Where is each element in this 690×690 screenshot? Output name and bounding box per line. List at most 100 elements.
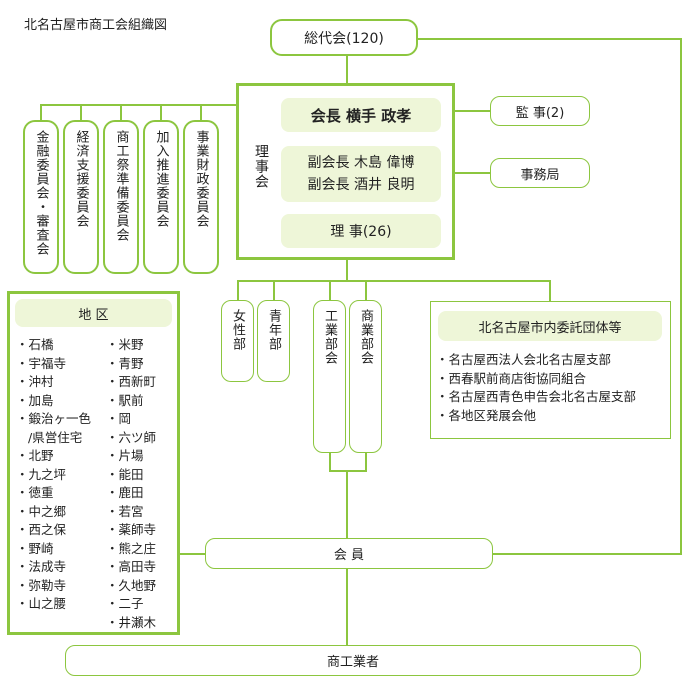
district-item: 井瀬木	[106, 614, 157, 633]
chart-title: 北名古屋市商工会組織図	[24, 18, 168, 33]
connector-line	[237, 280, 239, 300]
committee-membership: 加入推進委員会	[143, 120, 179, 274]
members-box: 会 員	[205, 538, 493, 569]
connector-line	[180, 553, 206, 555]
consigned-group-text: 西春駅前商店街協同組合	[448, 370, 587, 386]
committee-label: 事業財政委員会	[193, 130, 209, 228]
district-item: 法成寺	[16, 558, 91, 577]
district-item: 久地野	[106, 577, 157, 596]
district-item: 駅前	[106, 392, 156, 411]
district-item: 薬師寺	[106, 521, 157, 540]
district-item: 能田	[106, 466, 156, 485]
district-item: 西之保	[16, 521, 91, 540]
chairman-name: 会長 横手 政孝	[310, 106, 412, 125]
district-header: 地 区	[15, 299, 172, 327]
general-assembly-label: 総代会(120)	[304, 30, 384, 47]
connector-line	[40, 104, 238, 106]
district-list-left: 石橋 宇福寺 沖村 加島 鍛治ヶ一色 /県営住宅 北野 九之坪 徳重 中之郷 西…	[16, 336, 91, 614]
connector-line	[454, 172, 490, 174]
connector-line	[549, 280, 551, 302]
secretariat-box: 事務局	[490, 158, 590, 188]
secretariat-label: 事務局	[520, 167, 560, 183]
division-label: 工業部会	[322, 309, 337, 365]
consigned-groups-header: 北名古屋市内委託団体等	[438, 311, 662, 341]
chairman-block: 会長 横手 政孝	[281, 98, 441, 132]
district-item: 弥勒寺	[16, 577, 91, 596]
vice-chairman-2: 副会長 酒井 良明	[307, 177, 415, 193]
district-item: 高田寺	[106, 558, 157, 577]
district-item: 宇福寺	[16, 355, 91, 374]
district-item: 徳重	[16, 484, 91, 503]
consigned-group-item: ・各地区発展会他	[436, 407, 537, 423]
committee-label: 金融委員会・審査会	[33, 130, 49, 256]
division-industry: 工業部会	[313, 300, 346, 453]
connector-line	[346, 54, 348, 84]
connector-line	[200, 104, 202, 122]
connector-line	[329, 470, 367, 472]
connector-line	[237, 280, 551, 282]
board-box: 理事会 会長 横手 政孝 副会長 木島 偉博 副会長 酒井 良明 理 事(26)	[236, 83, 455, 260]
consigned-groups-box: 北名古屋市内委託団体等 ・名古屋西法人会北名古屋支部 ・西春駅前商店街協同組合 …	[430, 301, 671, 439]
connector-line	[40, 104, 42, 122]
consigned-groups-list: ・名古屋西法人会北名古屋支部 ・西春駅前商店街協同組合 ・名古屋西青色申告会北名…	[436, 351, 636, 425]
connector-line	[329, 452, 331, 472]
district-item: 石橋	[16, 336, 91, 355]
district-item: 中之郷	[16, 503, 91, 522]
committee-economic-support: 経済支援委員会	[63, 120, 99, 274]
members-label: 会 員	[333, 548, 365, 563]
connector-line	[346, 568, 348, 646]
division-youth: 青年部	[257, 300, 290, 382]
consigned-group-item: ・西春駅前商店街協同組合	[436, 370, 587, 386]
committee-finance: 金融委員会・審査会	[23, 120, 59, 274]
consigned-group-item: ・名古屋西青色申告会北名古屋支部	[436, 389, 637, 404]
district-item: 北野	[16, 447, 91, 466]
district-item: 野崎	[16, 540, 91, 559]
connector-line	[454, 110, 490, 112]
connector-line	[80, 104, 82, 122]
district-item: /県営住宅	[28, 429, 83, 445]
connector-line	[365, 452, 367, 472]
district-item: 片場	[106, 447, 156, 466]
district-box: 地 区 石橋 宇福寺 沖村 加島 鍛治ヶ一色 /県営住宅 北野 九之坪 徳重 中…	[7, 291, 180, 635]
business-owners-box: 商工業者	[65, 645, 641, 676]
connector-line	[346, 470, 348, 538]
district-item: 青野	[106, 355, 156, 374]
division-label: 青年部	[266, 309, 281, 351]
general-assembly-box: 総代会(120)	[270, 19, 418, 56]
district-item: 鹿田	[106, 484, 156, 503]
business-owners-label: 商工業者	[326, 655, 379, 670]
committee-label: 加入推進委員会	[153, 130, 169, 228]
district-item: 鍛治ヶ一色	[16, 410, 92, 429]
board-label: 理事会	[253, 144, 269, 189]
district-item: 米野	[106, 336, 156, 355]
district-item: 九之坪	[16, 466, 91, 485]
connector-line	[346, 258, 348, 282]
connector-line	[120, 104, 122, 122]
consigned-group-text: 名古屋西法人会北名古屋支部	[448, 352, 612, 367]
district-list-right: 米野 青野 西新町 駅前 岡 六ツ師 片場 能田 鹿田 若宮 薬師寺 熊之庄 高…	[106, 336, 157, 633]
connector-line	[418, 38, 682, 40]
connector-line	[273, 280, 275, 300]
consigned-group-item: ・名古屋西法人会北名古屋支部	[436, 352, 612, 367]
auditor-label: 監 事(2)	[515, 105, 565, 121]
consigned-group-text: 名古屋西青色申告会北名古屋支部	[448, 389, 637, 404]
division-label: 女性部	[230, 309, 245, 351]
district-header-label: 地 区	[78, 307, 109, 323]
district-item: 岡	[106, 410, 156, 429]
district-item: 六ツ師	[106, 429, 157, 448]
district-item: 若宮	[106, 503, 156, 522]
committee-label: 経済支援委員会	[73, 130, 89, 228]
consigned-groups-header-label: 北名古屋市内委託団体等	[478, 320, 622, 336]
district-item: 山之腰	[16, 595, 91, 614]
district-item: 西新町	[106, 373, 157, 392]
division-commerce: 商業部会	[349, 300, 382, 453]
connector-line	[329, 280, 331, 300]
district-item: 加島	[16, 392, 91, 411]
directors-label: 理 事(26)	[330, 224, 392, 240]
directors-block: 理 事(26)	[281, 214, 441, 248]
consigned-group-text: 各地区発展会他	[448, 407, 537, 423]
committee-festival: 商工祭準備委員会	[103, 120, 139, 274]
connector-line	[160, 104, 162, 122]
district-item: 沖村	[16, 373, 91, 392]
committee-business-finance: 事業財政委員会	[183, 120, 219, 274]
